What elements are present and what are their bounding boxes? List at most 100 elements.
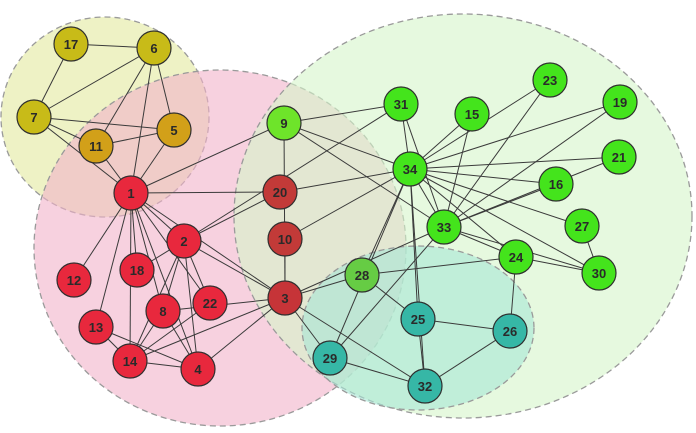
- node-16: 16: [538, 166, 574, 202]
- node-circle-28: [344, 257, 380, 293]
- edge-19-33: [443, 101, 621, 228]
- edge-25-34: [409, 168, 419, 320]
- node-circle-16: [538, 166, 574, 202]
- edge-2-4: [183, 240, 199, 370]
- node-label-28: 28: [355, 268, 369, 283]
- node-circle-25: [400, 301, 436, 337]
- node-34: 34: [392, 151, 428, 187]
- node-2: 2: [166, 223, 202, 259]
- edge-32-34: [409, 168, 426, 387]
- node-label-18: 18: [130, 263, 144, 278]
- node-circle-17: [53, 26, 89, 62]
- node-circle-21: [601, 139, 637, 175]
- node-label-17: 17: [64, 37, 78, 52]
- node-11: 11: [78, 128, 114, 164]
- node-circle-1: [113, 175, 149, 211]
- node-13: 13: [78, 309, 114, 345]
- node-label-33: 33: [437, 220, 451, 235]
- node-label-14: 14: [123, 354, 138, 369]
- node-21: 21: [601, 139, 637, 175]
- node-24: 24: [498, 239, 534, 275]
- edge-1-4: [130, 192, 199, 370]
- edge-3-14: [129, 297, 286, 362]
- node-label-23: 23: [543, 73, 557, 88]
- edge-9-34: [283, 122, 411, 170]
- edge-23-33: [443, 79, 551, 228]
- node-28: 28: [344, 257, 380, 293]
- node-22: 22: [192, 285, 228, 321]
- node-29: 29: [312, 340, 348, 376]
- node-17: 17: [53, 26, 89, 62]
- node-circle-29: [312, 340, 348, 376]
- edge-1-20: [130, 191, 281, 194]
- node-circle-33: [426, 209, 462, 245]
- node-label-34: 34: [403, 162, 418, 177]
- node-circle-30: [581, 255, 617, 291]
- node-label-29: 29: [323, 351, 337, 366]
- node-6: 6: [136, 30, 172, 66]
- edge-19-34: [409, 101, 621, 170]
- edge-1-8: [130, 192, 164, 312]
- node-10: 10: [267, 221, 303, 257]
- node-label-7: 7: [30, 110, 37, 125]
- node-label-26: 26: [503, 324, 517, 339]
- edge-2-20: [183, 191, 281, 242]
- node-9: 9: [266, 105, 302, 141]
- node-circle-3: [267, 280, 303, 316]
- node-label-13: 13: [89, 320, 103, 335]
- node-label-30: 30: [592, 266, 606, 281]
- node-label-11: 11: [89, 139, 103, 154]
- node-4: 4: [180, 351, 216, 387]
- edge-3-4: [197, 297, 286, 370]
- edge-4-13: [95, 326, 199, 370]
- node-circle-26: [492, 313, 528, 349]
- node-33: 33: [426, 209, 462, 245]
- node-26: 26: [492, 313, 528, 349]
- node-circle-7: [16, 99, 52, 135]
- node-25: 25: [400, 301, 436, 337]
- node-8: 8: [145, 293, 181, 329]
- node-label-27: 27: [575, 219, 589, 234]
- node-label-24: 24: [509, 250, 524, 265]
- node-label-3: 3: [281, 291, 288, 306]
- node-label-4: 4: [194, 362, 202, 377]
- edge-24-34: [409, 168, 517, 258]
- node-20: 20: [262, 174, 298, 210]
- node-circle-11: [78, 128, 114, 164]
- node-7: 7: [16, 99, 52, 135]
- node-circle-5: [156, 112, 192, 148]
- node-circle-8: [145, 293, 181, 329]
- node-label-15: 15: [465, 107, 479, 122]
- edge-21-34: [409, 156, 620, 170]
- edge-24-28: [361, 256, 517, 276]
- node-circle-4: [180, 351, 216, 387]
- node-circle-15: [454, 96, 490, 132]
- node-label-2: 2: [180, 234, 187, 249]
- node-circle-34: [392, 151, 428, 187]
- node-label-9: 9: [280, 116, 287, 131]
- node-30: 30: [581, 255, 617, 291]
- node-label-25: 25: [411, 312, 425, 327]
- edge-6-1: [130, 47, 155, 194]
- node-label-32: 32: [418, 379, 432, 394]
- node-circle-6: [136, 30, 172, 66]
- node-1: 1: [113, 175, 149, 211]
- node-5: 5: [156, 112, 192, 148]
- node-18: 18: [119, 252, 155, 288]
- node-label-20: 20: [273, 185, 287, 200]
- node-circle-14: [112, 343, 148, 379]
- node-label-12: 12: [67, 273, 81, 288]
- edge-30-34: [409, 168, 600, 274]
- node-circle-22: [192, 285, 228, 321]
- edge-7-5: [33, 116, 175, 131]
- node-label-16: 16: [549, 177, 563, 192]
- edge-1-9: [130, 122, 285, 194]
- edge-16-34: [409, 168, 557, 185]
- edge-1-13: [95, 192, 132, 328]
- edge-20-34: [279, 168, 411, 193]
- edge-6-11: [95, 47, 155, 147]
- node-label-8: 8: [159, 304, 166, 319]
- node-label-31: 31: [394, 97, 408, 112]
- node-15: 15: [454, 96, 490, 132]
